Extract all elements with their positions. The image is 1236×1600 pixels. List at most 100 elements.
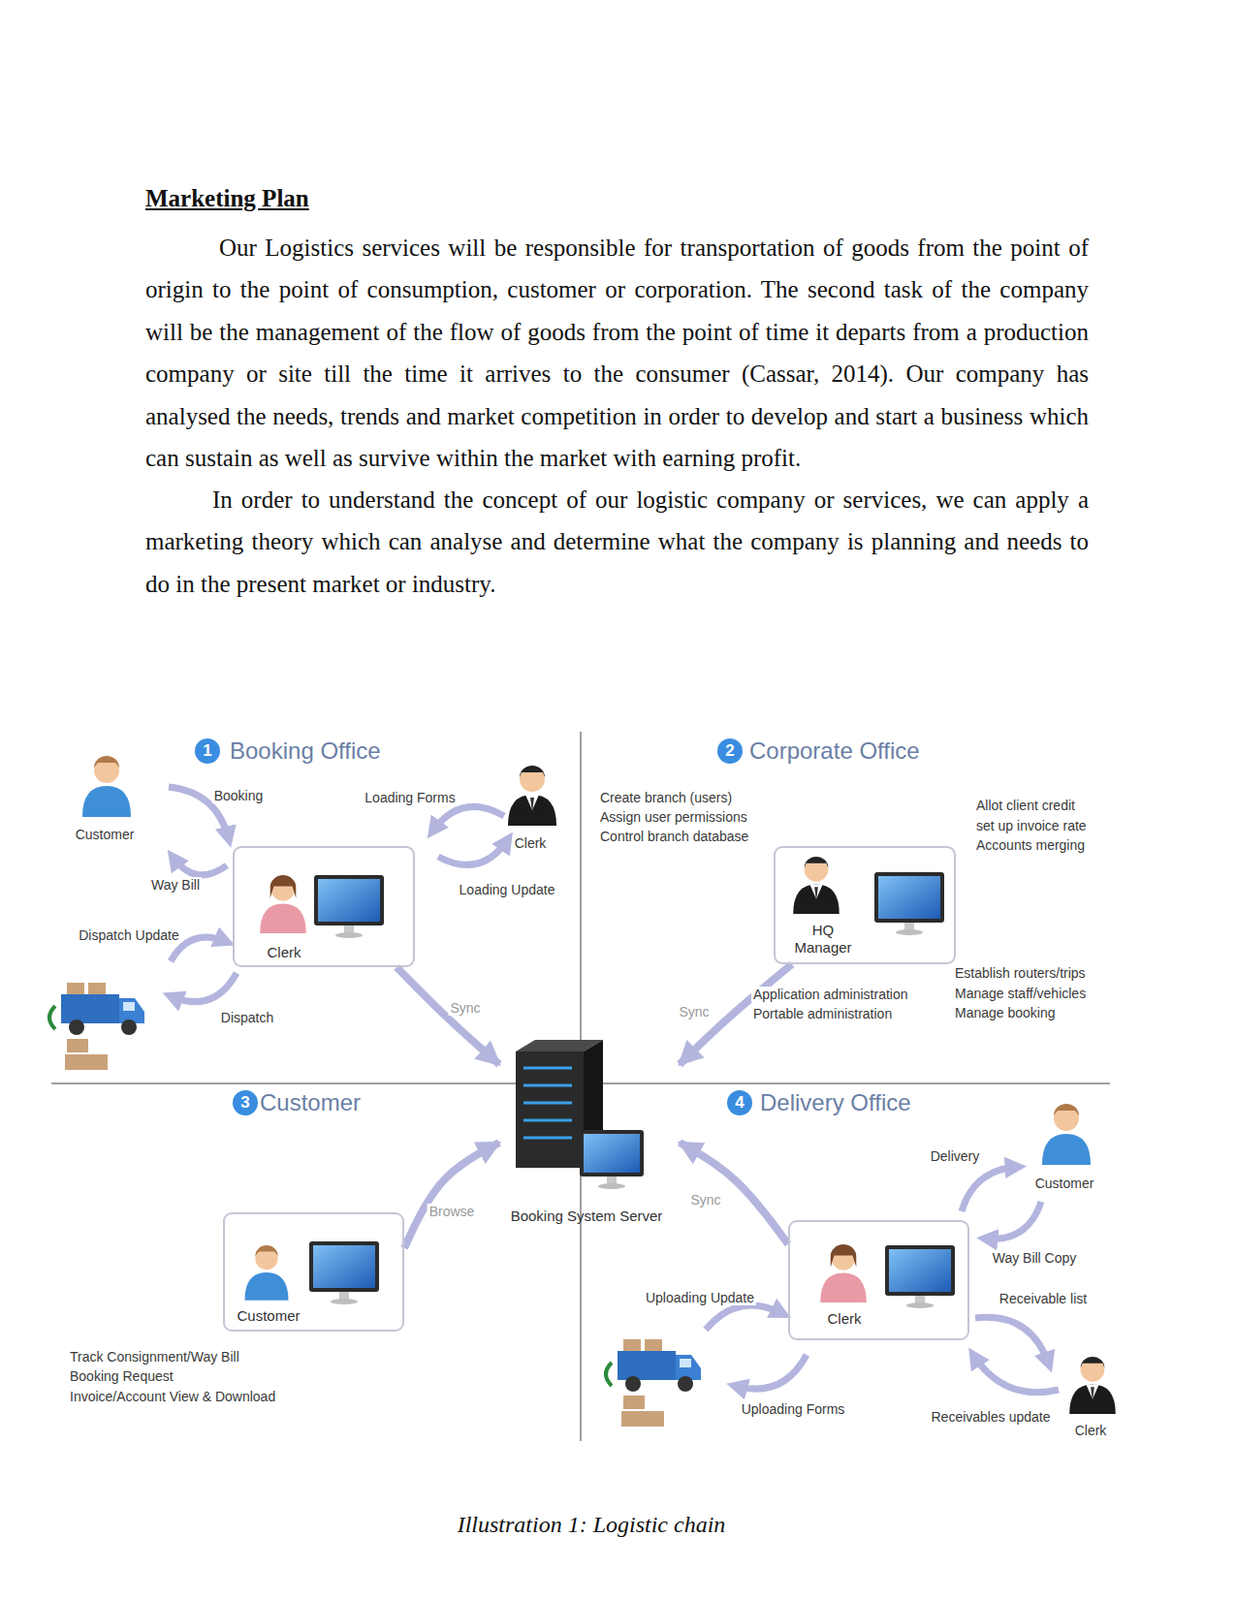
monitor-stand (344, 925, 354, 934)
sync-arrow (679, 1142, 789, 1245)
truck-cab (675, 1355, 701, 1381)
function-text: Invoice/Account View & Download (67, 1389, 278, 1405)
page-title: Marketing Plan (145, 185, 310, 213)
monitor-icon (579, 1130, 644, 1190)
function-text: Booking Request (67, 1368, 176, 1385)
person-body (82, 786, 131, 818)
monitor-icon (885, 1245, 955, 1309)
hair (270, 875, 297, 899)
person-head (804, 857, 829, 883)
monitor-frame (579, 1130, 644, 1177)
icon-label: Dispatch (219, 1010, 276, 1026)
monitor-frame (874, 872, 945, 923)
person-body (245, 1272, 289, 1301)
cargo-box (66, 982, 85, 995)
flow-arrow (172, 856, 227, 876)
monitor-screen (878, 876, 941, 920)
monitor-icon (874, 872, 945, 936)
monitor-icon (314, 875, 384, 939)
cargo-box (644, 1339, 663, 1352)
flow-arrow (975, 1317, 1049, 1365)
monitor-stand (904, 922, 915, 931)
monitor-stand (606, 1176, 617, 1185)
icon-label: Customer (73, 826, 137, 843)
person-body (1042, 1134, 1091, 1166)
truck-icon (49, 982, 145, 1071)
hair (254, 1245, 278, 1257)
edge-label: Sync (676, 1004, 711, 1020)
monitor-frame (885, 1245, 955, 1297)
flow-arrow (961, 1167, 1018, 1212)
hair (94, 756, 120, 768)
monitor-screen (317, 879, 381, 922)
hair (519, 765, 545, 778)
cargo-box (621, 1411, 665, 1427)
server-slot (523, 1119, 572, 1123)
sync-arrow (404, 1142, 500, 1249)
flow-arrow (973, 1355, 1059, 1394)
monitor-base (598, 1183, 626, 1190)
callout-number: 1 (194, 738, 221, 764)
icon-label: Loading Forms (362, 790, 457, 806)
wheel (121, 1019, 137, 1036)
node-text: Booking System Server (499, 1207, 674, 1226)
hair (830, 1244, 857, 1268)
edge-label: Sync (447, 1000, 482, 1016)
function-text: Allot client credit (974, 797, 1078, 814)
monitor-frame (314, 875, 384, 926)
tie (530, 797, 535, 813)
server-front (515, 1051, 584, 1169)
body-paragraph: Our Logistics services will be responsib… (145, 226, 1089, 479)
workstation-box: Clerk (232, 846, 415, 968)
person-icon (820, 1244, 867, 1303)
hair (1080, 1357, 1106, 1368)
icon-label: Uploading Update (643, 1290, 757, 1306)
cargo-box (66, 1039, 89, 1053)
server-slot (523, 1067, 572, 1071)
hair (1053, 1104, 1079, 1116)
person-icon (245, 1245, 289, 1301)
cargo-box (623, 1395, 645, 1410)
icon-label: Loading Update (457, 882, 558, 898)
monitor-screen (888, 1249, 951, 1293)
monitor-base (895, 929, 923, 936)
server-slot (523, 1137, 572, 1141)
truck-window (679, 1359, 692, 1368)
callout-number: 4 (727, 1090, 753, 1116)
workstation-box: Clerk (788, 1220, 970, 1341)
icon-label: Receivables update (929, 1409, 1053, 1426)
function-text: Establish routers/trips (952, 965, 1088, 982)
icon-label: Clerk (1073, 1423, 1110, 1439)
function-text: Application administration (751, 986, 911, 1003)
icon-label: Customer (1033, 1175, 1097, 1192)
function-text: Create branch (users) (598, 790, 734, 806)
section-heading: Customer (259, 1089, 361, 1117)
truck-icon (605, 1339, 701, 1427)
server-slot (523, 1084, 572, 1088)
person-head (519, 766, 545, 793)
function-text: Accounts merging (974, 837, 1087, 854)
person-body (820, 1273, 867, 1303)
function-text: set up invoice rate (974, 818, 1089, 834)
person-icon (259, 875, 307, 934)
cargo-box (88, 982, 106, 995)
monitor-stand (915, 1296, 925, 1304)
tie (1090, 1387, 1095, 1401)
flow-arrow (705, 1305, 784, 1331)
monitor-icon (309, 1241, 380, 1305)
wheel (677, 1376, 694, 1393)
section-heading: Delivery Office (760, 1089, 912, 1117)
function-text: Manage booking (952, 1005, 1058, 1021)
monitor-base (906, 1302, 934, 1309)
truck-cargo (61, 994, 120, 1024)
icon-label: Receivable list (997, 1291, 1089, 1307)
function-text: Control branch database (598, 828, 751, 845)
flow-arrow (984, 1202, 1042, 1239)
person-icon (82, 756, 131, 818)
node-text: Clerk (805, 1310, 884, 1329)
function-text: Portable administration (751, 1006, 894, 1022)
person-icon (507, 765, 557, 826)
node-text: HQ Manager (786, 921, 860, 957)
tie (814, 887, 819, 901)
